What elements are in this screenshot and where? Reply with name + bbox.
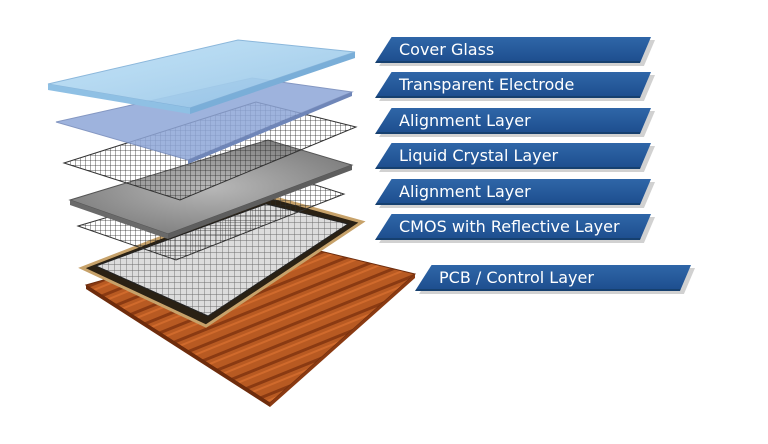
label-alignment-layer-upper: Alignment Layer [375,108,651,134]
label-cover-glass: Cover Glass [375,37,651,63]
label-cmos-reflective-layer: CMOS with Reflective Layer [375,214,651,240]
label-pcb-control-layer: PCB / Control Layer [415,265,691,291]
label-transparent-electrode: Transparent Electrode [375,72,651,98]
cover-glass-layer [47,39,356,114]
label-alignment-layer-lower: Alignment Layer [375,179,651,205]
label-liquid-crystal-layer: Liquid Crystal Layer [375,143,651,169]
